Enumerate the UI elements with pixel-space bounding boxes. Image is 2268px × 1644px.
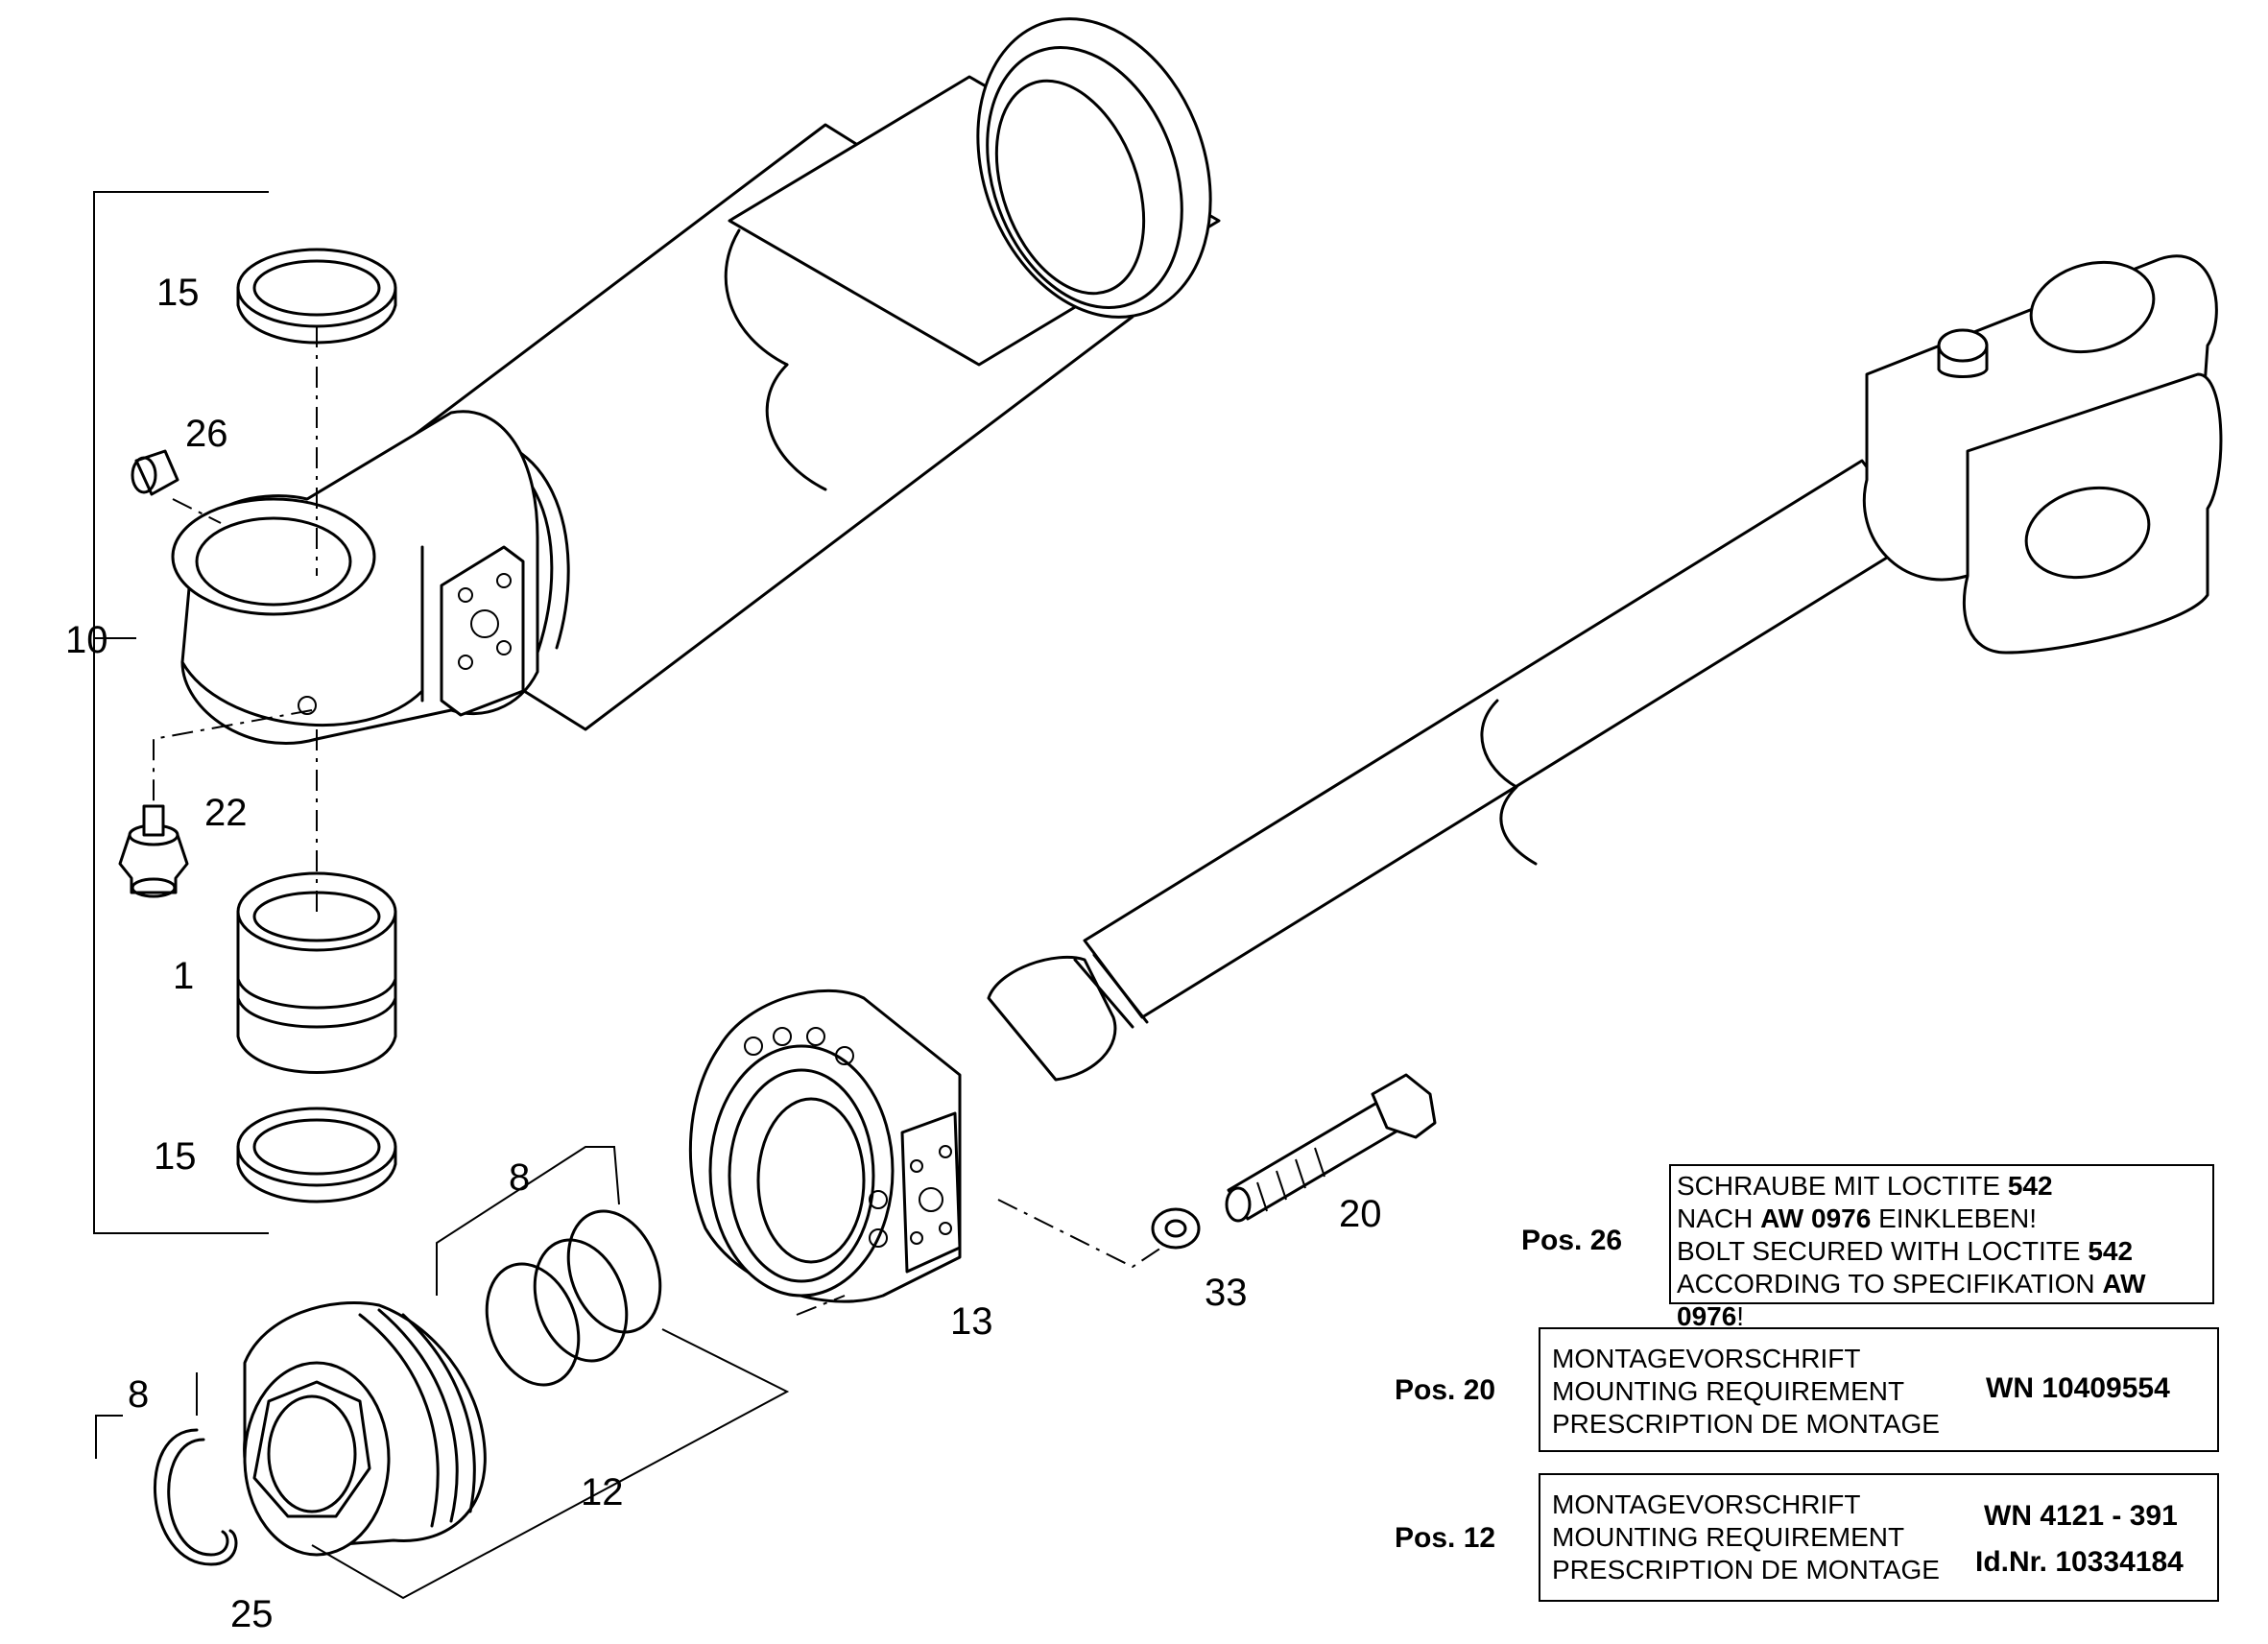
callout-8-seals: 8 — [509, 1156, 530, 1199]
part-12-piston — [243, 1301, 487, 1557]
part-20-bolt — [1225, 1073, 1437, 1223]
pos-20-label: Pos. 20 — [1395, 1374, 1496, 1406]
callout-15-upper: 15 — [156, 272, 200, 314]
pos-12-standard-code: WN 4121 - 391 — [1984, 1500, 2178, 1532]
pos-12-note-box: MONTAGEVORSCHRIFT MOUNTING REQUIREMENT P… — [1539, 1473, 2219, 1602]
leader-lines — [93, 191, 1162, 1600]
part-33-washer — [1151, 1207, 1201, 1250]
pos-12-id-number: Id.Nr. 10334184 — [1975, 1546, 2184, 1578]
part-26-screw — [131, 449, 179, 496]
callout-26: 26 — [185, 413, 228, 455]
pos-26-label: Pos. 26 — [1521, 1225, 1623, 1256]
callout-20: 20 — [1339, 1193, 1382, 1235]
callout-25: 25 — [230, 1593, 274, 1635]
callout-8-circlip: 8 — [128, 1373, 149, 1416]
pos-26-line-1: SCHRAUBE MIT LOCTITE 542 — [1677, 1171, 2053, 1201]
pos-12-line-3: PRESCRIPTION DE MONTAGE — [1552, 1555, 1940, 1584]
pos-12-line-2: MOUNTING REQUIREMENT — [1552, 1522, 1905, 1552]
pos-26-note-box: SCHRAUBE MIT LOCTITE 542 NACH AW 0976 EI… — [1669, 1164, 2214, 1331]
part-8-seal-rings — [485, 1209, 662, 1387]
pos-12-label: Pos. 12 — [1395, 1522, 1496, 1554]
callout-12: 12 — [581, 1471, 624, 1513]
pos-20-standard-code: WN 10409554 — [1986, 1372, 2170, 1404]
cylinder-tube — [171, 17, 1221, 745]
part-25-circlip — [153, 1428, 238, 1566]
part-22-grease-nipple — [118, 804, 189, 898]
callout-1: 1 — [173, 955, 194, 997]
callout-10: 10 — [65, 619, 108, 661]
callout-15-lower: 15 — [154, 1135, 197, 1178]
part-15-ring-lower — [236, 1107, 397, 1203]
pos-20-line-1: MONTAGEVORSCHRIFT — [1552, 1344, 1861, 1373]
pos-26-line-4: ACCORDING TO SPECIFIKATION AW 0976! — [1677, 1269, 2146, 1331]
callout-labels: 15 26 10 22 1 15 8 8 12 25 13 20 33 — [65, 272, 1382, 1635]
callout-22: 22 — [204, 792, 248, 834]
pos-20-line-3: PRESCRIPTION DE MONTAGE — [1552, 1409, 1940, 1439]
pos-26-line-3: BOLT SECURED WITH LOCTITE 542 — [1677, 1236, 2134, 1266]
part-13-cylinder-head — [688, 989, 962, 1303]
pos-12-line-1: MONTAGEVORSCHRIFT — [1552, 1489, 1861, 1519]
pos-20-note-box: MONTAGEVORSCHRIFT MOUNTING REQUIREMENT P… — [1539, 1327, 2219, 1452]
callout-13: 13 — [950, 1300, 993, 1343]
piston-rod — [987, 254, 2223, 1082]
pos-20-line-2: MOUNTING REQUIREMENT — [1552, 1376, 1905, 1406]
pos-26-line-2: NACH AW 0976 EINKLEBEN! — [1677, 1203, 2038, 1233]
callout-33: 33 — [1205, 1272, 1248, 1314]
